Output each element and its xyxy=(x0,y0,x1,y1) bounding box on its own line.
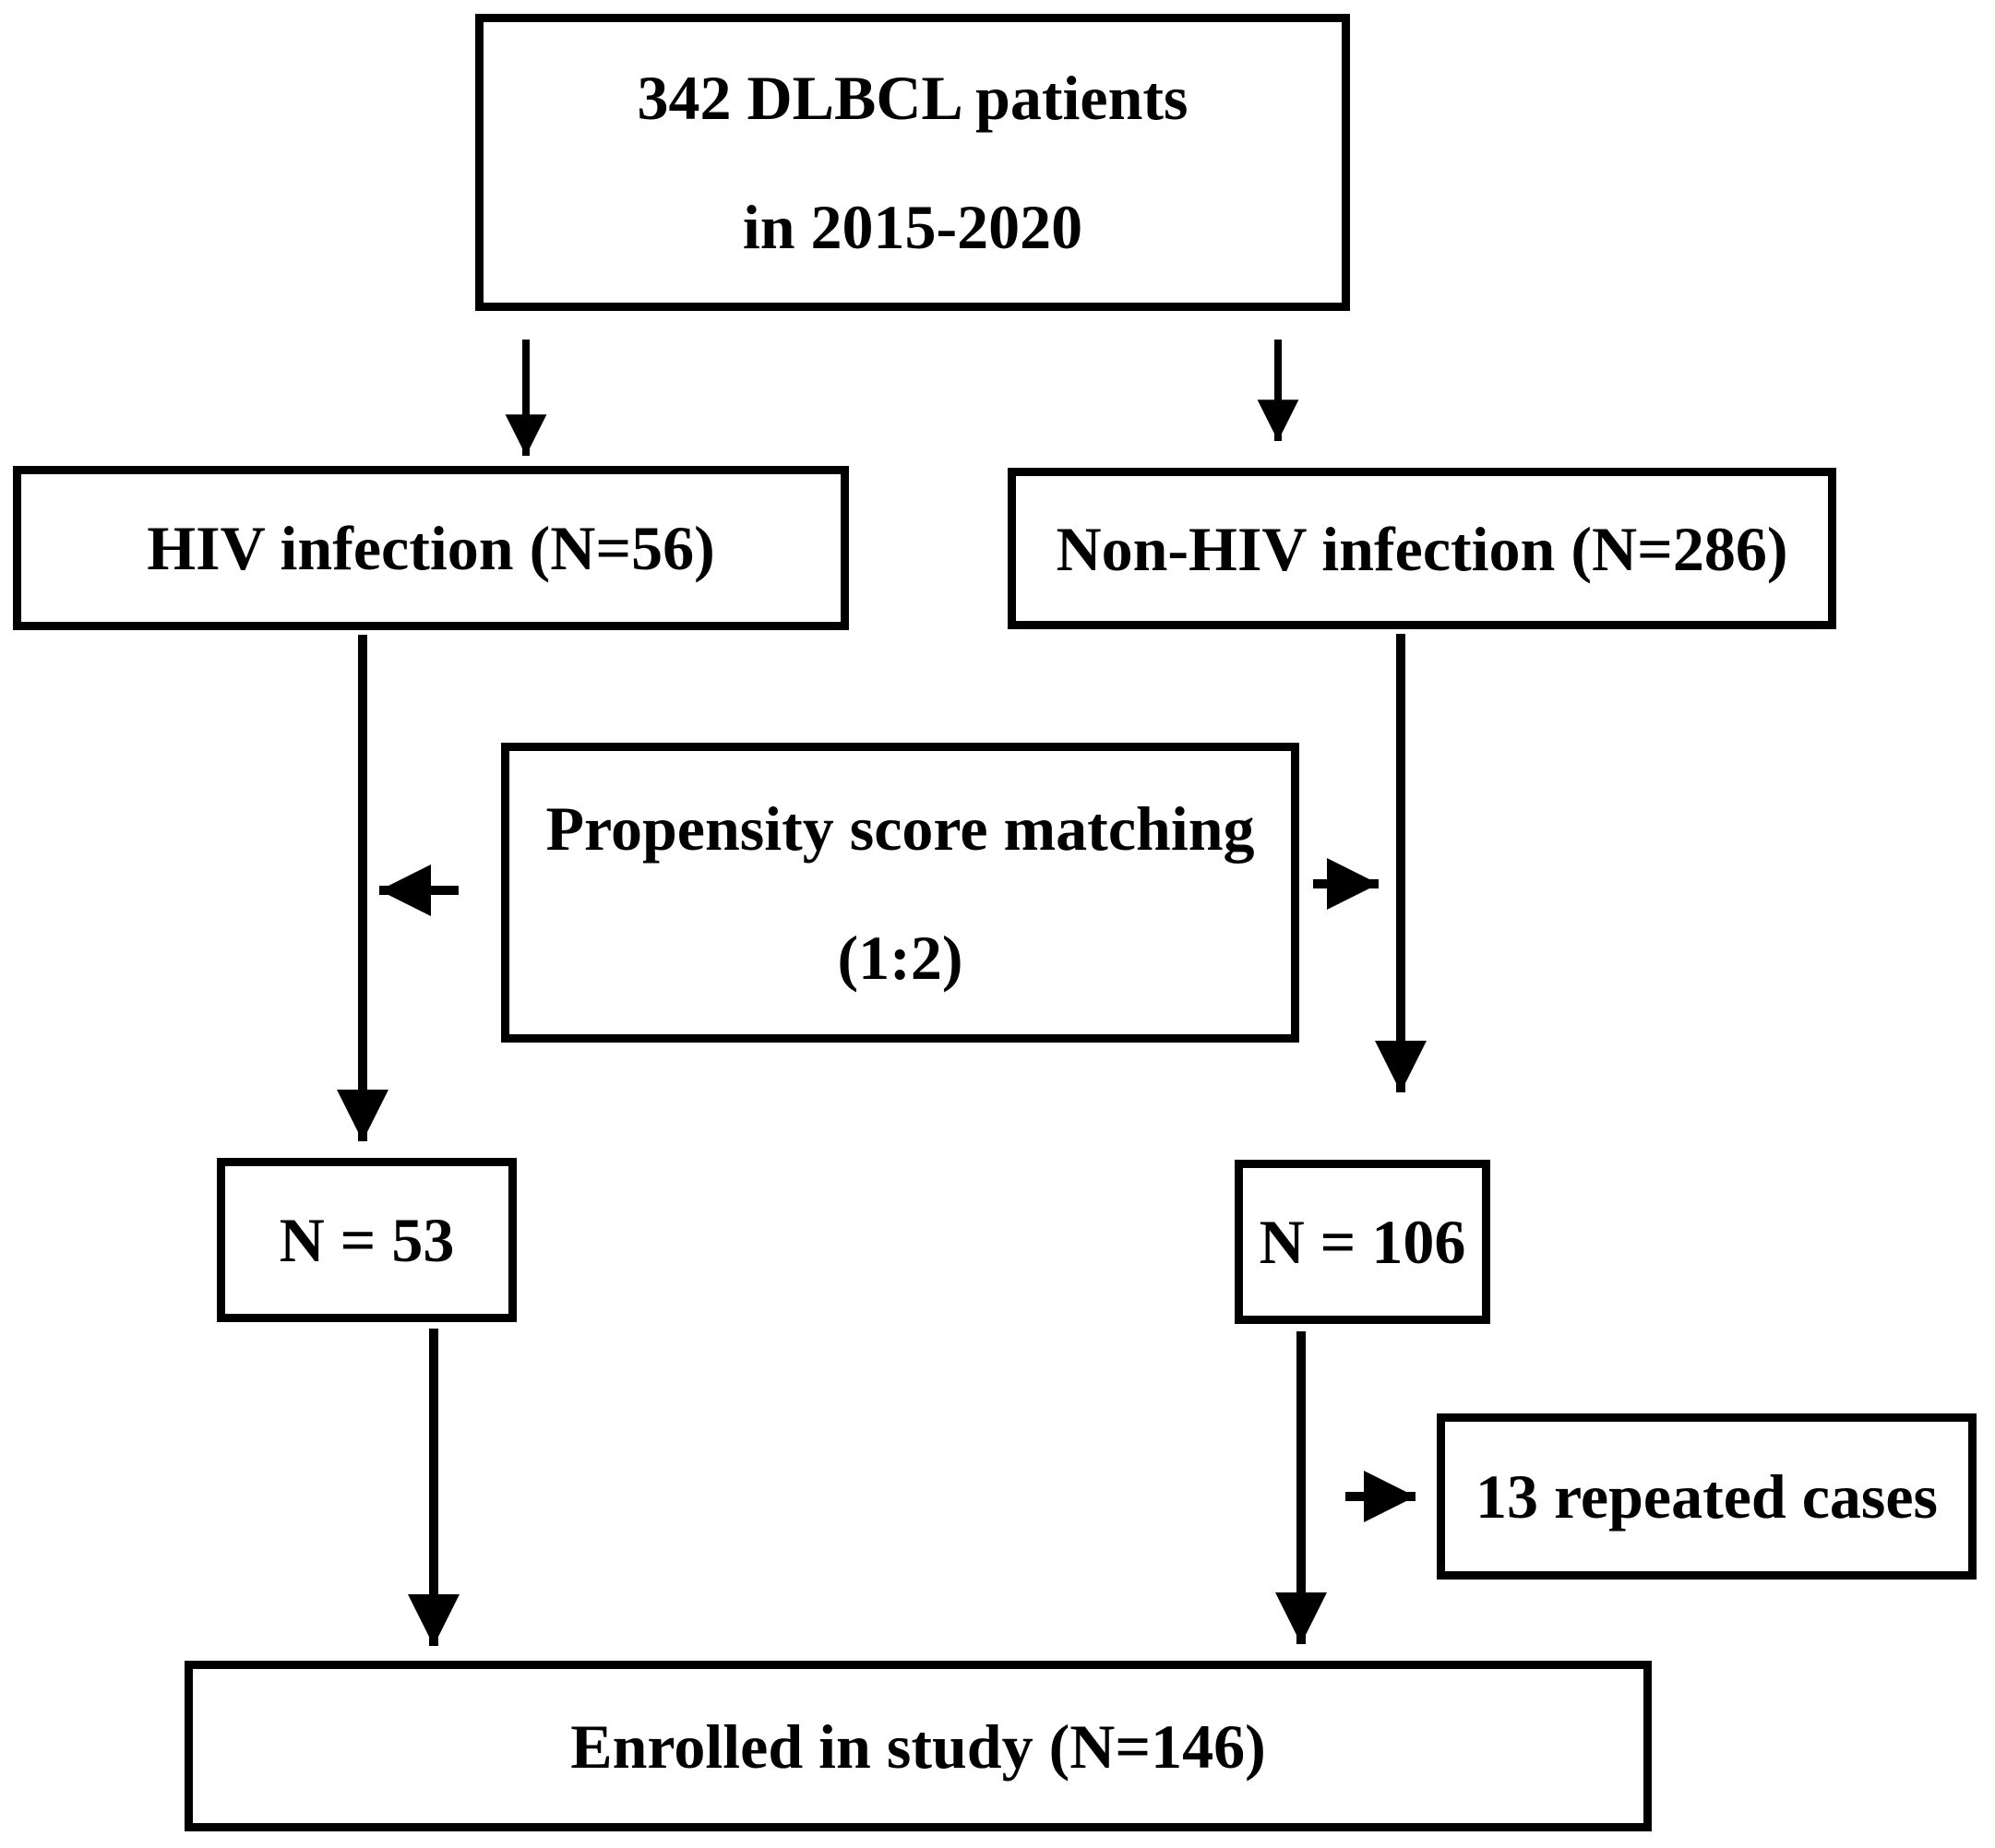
box-propensity-score-matching: Propensity score matching (1:2) xyxy=(501,743,1299,1043)
box-total-patients-line2: in 2015-2020 xyxy=(742,192,1083,262)
box-matched-control-n106-label: N = 106 xyxy=(1259,1207,1466,1277)
box-repeated-cases: 13 repeated cases xyxy=(1437,1413,1977,1580)
box-propensity-score-matching-line2: (1:2) xyxy=(837,922,963,993)
box-matched-hiv-n53-label: N = 53 xyxy=(279,1205,455,1275)
box-repeated-cases-label: 13 repeated cases xyxy=(1475,1461,1939,1532)
box-hiv-infection: HIV infection (N=56) xyxy=(13,466,849,630)
box-total-patients: 342 DLBCL patients in 2015-2020 xyxy=(475,14,1350,311)
box-propensity-score-matching-line1: Propensity score matching xyxy=(545,793,1255,864)
box-non-hiv-infection-label: Non-HIV infection (N=286) xyxy=(1056,513,1788,584)
box-non-hiv-infection: Non-HIV infection (N=286) xyxy=(1008,468,1836,629)
box-total-patients-line1: 342 DLBCL patients xyxy=(637,63,1189,133)
box-enrolled-in-study-label: Enrolled in study (N=146) xyxy=(570,1711,1266,1782)
box-matched-control-n106: N = 106 xyxy=(1235,1160,1490,1324)
box-hiv-infection-label: HIV infection (N=56) xyxy=(147,513,715,583)
box-matched-hiv-n53: N = 53 xyxy=(217,1158,517,1322)
box-enrolled-in-study: Enrolled in study (N=146) xyxy=(185,1661,1652,1831)
